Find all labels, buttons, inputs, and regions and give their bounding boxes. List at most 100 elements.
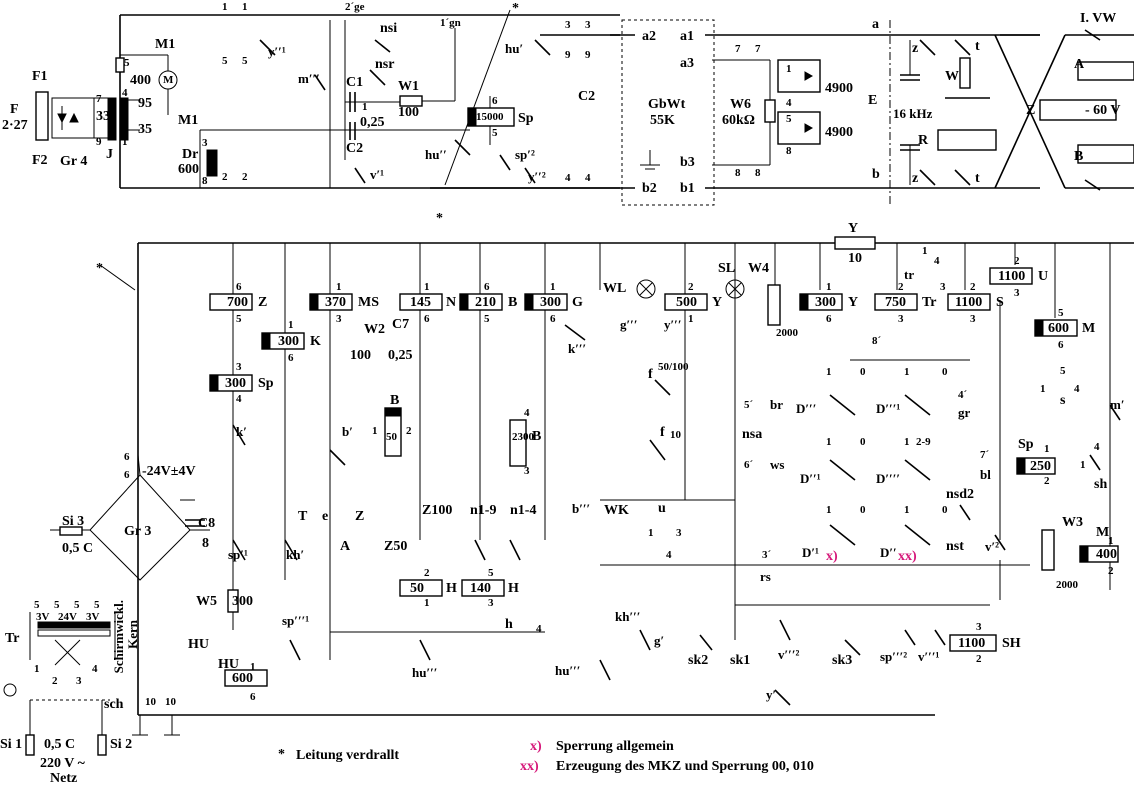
label-n19: n1-9 bbox=[470, 503, 497, 518]
label-s: s bbox=[1060, 393, 1066, 408]
label-d1-r3: 1 bbox=[826, 504, 832, 516]
label-m400: 400 bbox=[1096, 547, 1117, 562]
label-j: J bbox=[106, 147, 113, 162]
label-v1: v′¹ bbox=[370, 167, 385, 182]
label-a2: a2 bbox=[642, 29, 656, 44]
label-gbwt-val: 55K bbox=[650, 113, 675, 128]
label-g3: g′′′ bbox=[620, 317, 638, 332]
label-m400-2: 2 bbox=[1108, 565, 1114, 577]
label-sp3: 3 bbox=[236, 361, 242, 373]
label-sh4: 4 bbox=[1094, 441, 1100, 453]
label-f: F bbox=[10, 102, 19, 117]
label-gr4: Gr 4 bbox=[60, 154, 88, 169]
label-vw: I. VW bbox=[1080, 11, 1117, 26]
lamps bbox=[636, 279, 745, 299]
label-g1: 1 bbox=[550, 281, 556, 293]
label-sp250-2: 2 bbox=[1044, 475, 1050, 487]
label-j1: 1 bbox=[122, 136, 128, 148]
label-n-val: 145 bbox=[410, 295, 431, 310]
label-s1: 1 bbox=[1040, 383, 1046, 395]
label-f10-val: 10 bbox=[670, 429, 681, 441]
motor-icon: M bbox=[163, 74, 174, 86]
label-sp: Sp bbox=[258, 376, 274, 391]
label-w6-val: 60kΩ bbox=[722, 113, 755, 128]
label-y300-1: 1 bbox=[826, 281, 832, 293]
label-c1: C1 bbox=[346, 75, 364, 90]
label-b50: 50 bbox=[386, 431, 397, 443]
label-sh-lbl: SH bbox=[1002, 636, 1021, 651]
label-d29: 2-9 bbox=[916, 436, 931, 448]
label-k-val: 300 bbox=[278, 334, 299, 349]
label-f50-val: 50/100 bbox=[658, 361, 689, 373]
label-b50-1: 1 bbox=[372, 425, 378, 437]
label-t: T bbox=[298, 509, 308, 524]
label-b2300-lbl: B bbox=[532, 429, 542, 444]
label-m400-lbl: M bbox=[1096, 525, 1110, 540]
label-w1: W1 bbox=[398, 79, 419, 94]
label-c2: C2 bbox=[346, 141, 364, 156]
label-60v: - 60 V bbox=[1085, 103, 1121, 118]
label-gr4: 4´ bbox=[958, 389, 968, 401]
label-f50: f bbox=[648, 367, 653, 382]
label-kh1: kh′ bbox=[286, 547, 305, 562]
label-d0-r3: 0 bbox=[860, 504, 866, 516]
label-tr4: 4 bbox=[786, 97, 792, 109]
label-tr: tr bbox=[904, 267, 915, 282]
bottom-rails bbox=[137, 236, 1134, 716]
label-b50-2: 2 bbox=[406, 425, 412, 437]
label-d0-r1: 0 bbox=[860, 366, 866, 378]
label-k1-contact: k′ bbox=[236, 424, 247, 439]
label-w4-val: 2000 bbox=[776, 327, 798, 339]
label-c8: C8 bbox=[198, 516, 216, 531]
label-gbwt: GbWt bbox=[648, 97, 686, 112]
label-d3a: D′′′ bbox=[796, 401, 817, 416]
label-gr3: Gr 3 bbox=[124, 524, 152, 539]
label-m400-1: 1 bbox=[1108, 535, 1114, 547]
label-rs: rs bbox=[760, 569, 771, 584]
label-y2b: y′′² bbox=[528, 169, 546, 184]
top-rails bbox=[119, 14, 1134, 189]
label-j9: 9 bbox=[96, 136, 102, 148]
label-u2: 2 bbox=[1014, 255, 1020, 267]
label-br5: 5´ bbox=[744, 399, 754, 411]
label-xmark-inline: x) bbox=[826, 549, 838, 564]
label-y2: y′′¹ bbox=[268, 44, 286, 59]
label-24va: 24V bbox=[58, 611, 77, 623]
label-n1: 1 bbox=[424, 281, 430, 293]
label-star-top: * bbox=[512, 1, 519, 16]
label-vw-z: Z bbox=[1026, 103, 1036, 118]
power-transformer bbox=[3, 612, 180, 756]
label-sk2: sk2 bbox=[688, 653, 709, 668]
twist-leader bbox=[444, 9, 511, 186]
label-dr-val: 600 bbox=[178, 162, 199, 177]
label-400: 400 bbox=[130, 73, 151, 88]
label-m1: m′ bbox=[1110, 397, 1125, 412]
label-u1100: 1100 bbox=[998, 269, 1026, 284]
label-h50-2: 2 bbox=[424, 567, 430, 579]
label-tr3: 3 bbox=[940, 281, 946, 293]
label-b2: b2 bbox=[642, 181, 657, 196]
label-hu-val: 600 bbox=[232, 671, 253, 686]
label-sh1100: 1100 bbox=[958, 636, 986, 651]
label-tr750-3: 3 bbox=[898, 313, 904, 325]
label-kh3: kh′′′ bbox=[615, 609, 641, 624]
label-t2: t bbox=[975, 171, 980, 186]
label-wk: WK bbox=[604, 503, 629, 518]
label-c8-val: 8 bbox=[202, 536, 209, 551]
label-ms: MS bbox=[358, 295, 379, 310]
label-ge: 2´ge bbox=[345, 1, 365, 13]
legend-x-marker: x) bbox=[530, 739, 542, 754]
label-d1-r2: 1 bbox=[826, 436, 832, 448]
label-n: N bbox=[446, 295, 457, 310]
label-z5: 5 bbox=[236, 313, 242, 325]
label-sp-val: 15000 bbox=[476, 111, 504, 123]
label-4900b: 4900 bbox=[825, 125, 853, 140]
label-br: br bbox=[770, 397, 783, 412]
label-8a: 8 bbox=[735, 167, 741, 179]
label-tr4: 4 bbox=[934, 255, 940, 267]
relay-boxes bbox=[209, 267, 1119, 687]
label-j5: 5 bbox=[124, 57, 130, 69]
label-tr750-2: 2 bbox=[898, 281, 904, 293]
label-j33: 33 bbox=[96, 109, 110, 124]
